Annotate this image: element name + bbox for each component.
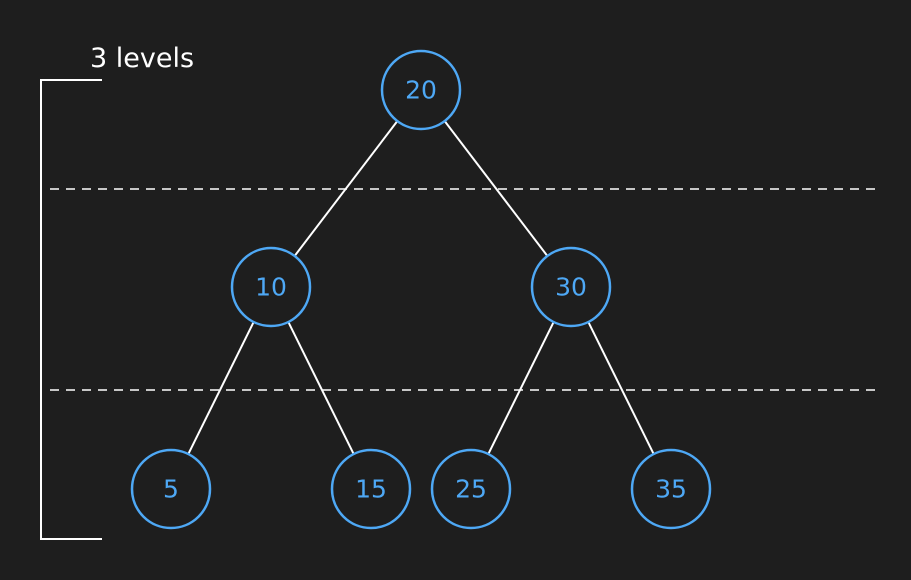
node-circle	[330, 448, 412, 530]
tree-node-5: 5	[130, 448, 212, 530]
node-circle	[130, 448, 212, 530]
node-label: 25	[455, 475, 487, 504]
edge-20-30	[443, 120, 549, 257]
edge-10-5	[187, 321, 255, 455]
edge-20-10	[293, 120, 399, 257]
tree-node-10: 10	[230, 246, 312, 328]
node-circle	[380, 49, 462, 131]
tree-node-25: 25	[430, 448, 512, 530]
edge-30-25	[487, 321, 555, 455]
node-circle	[530, 246, 612, 328]
tree-node-30: 30	[530, 246, 612, 328]
level-bracket	[40, 79, 102, 540]
node-circle	[630, 448, 712, 530]
node-label: 10	[255, 273, 287, 302]
node-label: 5	[163, 475, 179, 504]
tree-node-15: 15	[330, 448, 412, 530]
levels-label: 3 levels	[90, 43, 194, 74]
tree-node-35: 35	[630, 448, 712, 530]
node-label: 35	[655, 475, 687, 504]
edge-10-15	[287, 321, 355, 455]
node-label: 30	[555, 273, 587, 302]
node-label: 15	[355, 475, 387, 504]
node-circle	[230, 246, 312, 328]
tree-node-20: 20	[380, 49, 462, 131]
node-label: 20	[405, 76, 437, 105]
node-circle	[430, 448, 512, 530]
edge-30-35	[587, 321, 655, 455]
